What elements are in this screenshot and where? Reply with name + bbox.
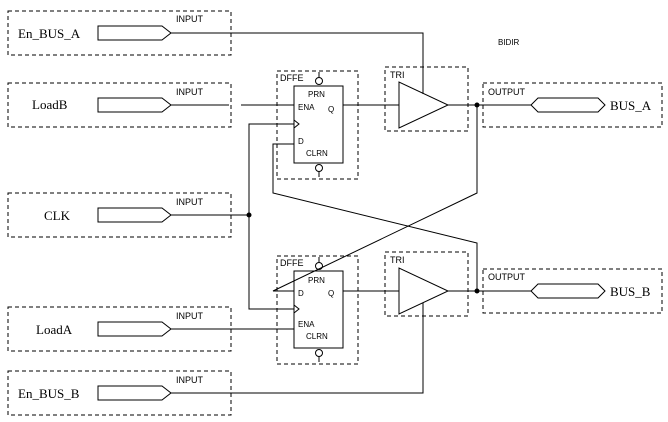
output-pin-bus-b xyxy=(530,283,606,299)
tri-buffer-bottom[interactable]: TRI xyxy=(384,251,469,317)
input-pin-loadb xyxy=(97,97,172,113)
wire-en-bus-a xyxy=(171,32,424,94)
input-type-label: INPUT xyxy=(176,87,204,97)
output-pin-bus-a xyxy=(530,97,606,113)
diagram-title: BIDIR xyxy=(498,38,520,47)
wire-clk-top xyxy=(248,123,294,215)
tri-bottom-frame xyxy=(384,251,469,317)
tri-buffer-top[interactable]: TRI xyxy=(384,66,469,132)
output-label-bus-b: BUS_B xyxy=(610,284,651,299)
input-type-label: INPUT xyxy=(176,311,204,321)
output-type-label: OUTPUT xyxy=(488,87,526,97)
dffe-bottom-frame xyxy=(276,255,359,365)
dffe-bottom-d-label: D xyxy=(298,289,304,298)
tri-top-name: TRI xyxy=(390,70,405,80)
dffe-bottom[interactable]: DFFE PRN D Q ENA CLRN xyxy=(276,255,359,365)
wire-bus-a-feedback xyxy=(272,105,478,292)
dffe-bottom-clock-marker xyxy=(293,304,300,314)
input-pin-en-bus-a xyxy=(97,25,172,41)
input-label-en-bus-b: En_BUS_B xyxy=(18,386,80,401)
dffe-bottom-clrn-bubble xyxy=(315,349,323,357)
dffe-top-prn-bubble xyxy=(315,77,323,85)
dffe-top-d-label: D xyxy=(298,137,304,146)
dffe-top-prn-label: PRN xyxy=(308,90,325,99)
wires xyxy=(171,32,531,394)
wire-clk-bottom xyxy=(248,215,294,310)
input-label-loada: LoadA xyxy=(36,322,73,337)
dffe-bottom-clrn-label: CLRN xyxy=(306,332,328,341)
dffe-bottom-prn-label: PRN xyxy=(308,276,325,285)
dffe-top-clock-marker xyxy=(293,119,300,129)
input-type-label: INPUT xyxy=(176,375,204,385)
input-type-label: INPUT xyxy=(176,197,204,207)
tri-bottom-name: TRI xyxy=(390,255,405,265)
tri-top-frame xyxy=(384,66,469,132)
dffe-top-clrn-bubble xyxy=(315,164,323,172)
dffe-bottom-q-label: Q xyxy=(328,289,334,298)
wire-en-bus-b xyxy=(171,303,424,394)
dffe-top-name: DFFE xyxy=(280,73,304,83)
wire-bus-b-feedback xyxy=(272,143,478,291)
dffe-top-clrn-label: CLRN xyxy=(306,149,328,158)
input-pin-loada xyxy=(97,321,172,337)
dffe-top-q-label: Q xyxy=(328,105,334,114)
input-box-loadb xyxy=(7,82,232,128)
input-label-loadb: LoadB xyxy=(32,97,68,112)
input-label-clk: CLK xyxy=(44,208,71,223)
input-type-label: INPUT xyxy=(176,14,204,24)
dffe-top[interactable]: DFFE PRN ENA Q D CLRN xyxy=(276,70,359,180)
input-pin-en-bus-b xyxy=(97,385,172,401)
dffe-top-frame xyxy=(276,70,359,180)
dffe-bottom-ena-label: ENA xyxy=(298,320,315,329)
output-type-label: OUTPUT xyxy=(488,272,526,282)
input-loadb[interactable]: INPUT LoadB xyxy=(7,82,232,128)
dffe-bottom-name: DFFE xyxy=(280,258,304,268)
input-label-en-bus-a: En_BUS_A xyxy=(18,26,81,41)
input-pin-clk xyxy=(97,207,172,223)
dffe-top-ena-label: ENA xyxy=(298,103,315,112)
output-label-bus-a: BUS_A xyxy=(610,98,652,113)
